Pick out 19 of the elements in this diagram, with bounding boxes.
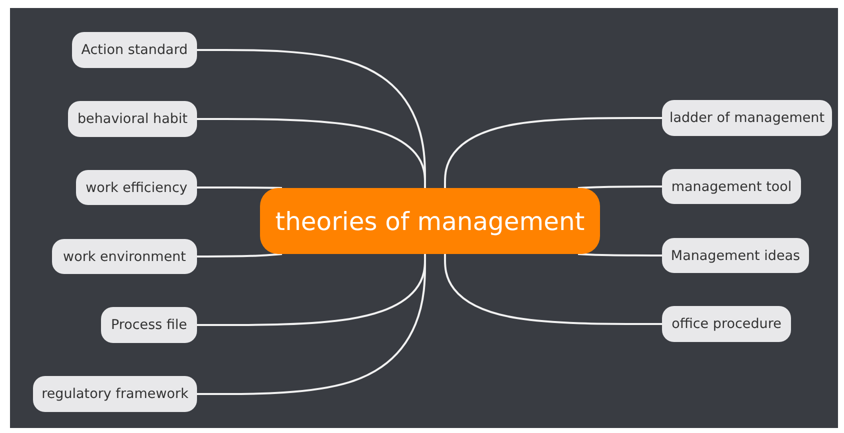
- topic-box: regulatory framework: [33, 376, 197, 412]
- topic-box: office procedure: [662, 306, 791, 342]
- topic-box: Action standard: [72, 32, 197, 68]
- connector-line: [197, 253, 282, 258]
- central-topic: theories of management: [260, 188, 600, 254]
- topic-box: Management ideas: [662, 238, 809, 273]
- topic-box: Process file: [101, 307, 197, 343]
- topic-box: behavioral habit: [68, 101, 197, 137]
- topic-box: work environment: [52, 239, 197, 274]
- connector-line: [197, 186, 282, 189]
- connector-line: [578, 186, 662, 189]
- connector-line: [444, 117, 662, 188]
- connector-line: [197, 118, 426, 188]
- topic-box: ladder of management: [662, 100, 832, 136]
- topic-box: work efficiency: [76, 170, 197, 205]
- topic-box: management tool: [662, 169, 801, 204]
- connector-line: [197, 254, 426, 395]
- connector-line: [578, 253, 662, 256]
- connector-line: [444, 254, 662, 325]
